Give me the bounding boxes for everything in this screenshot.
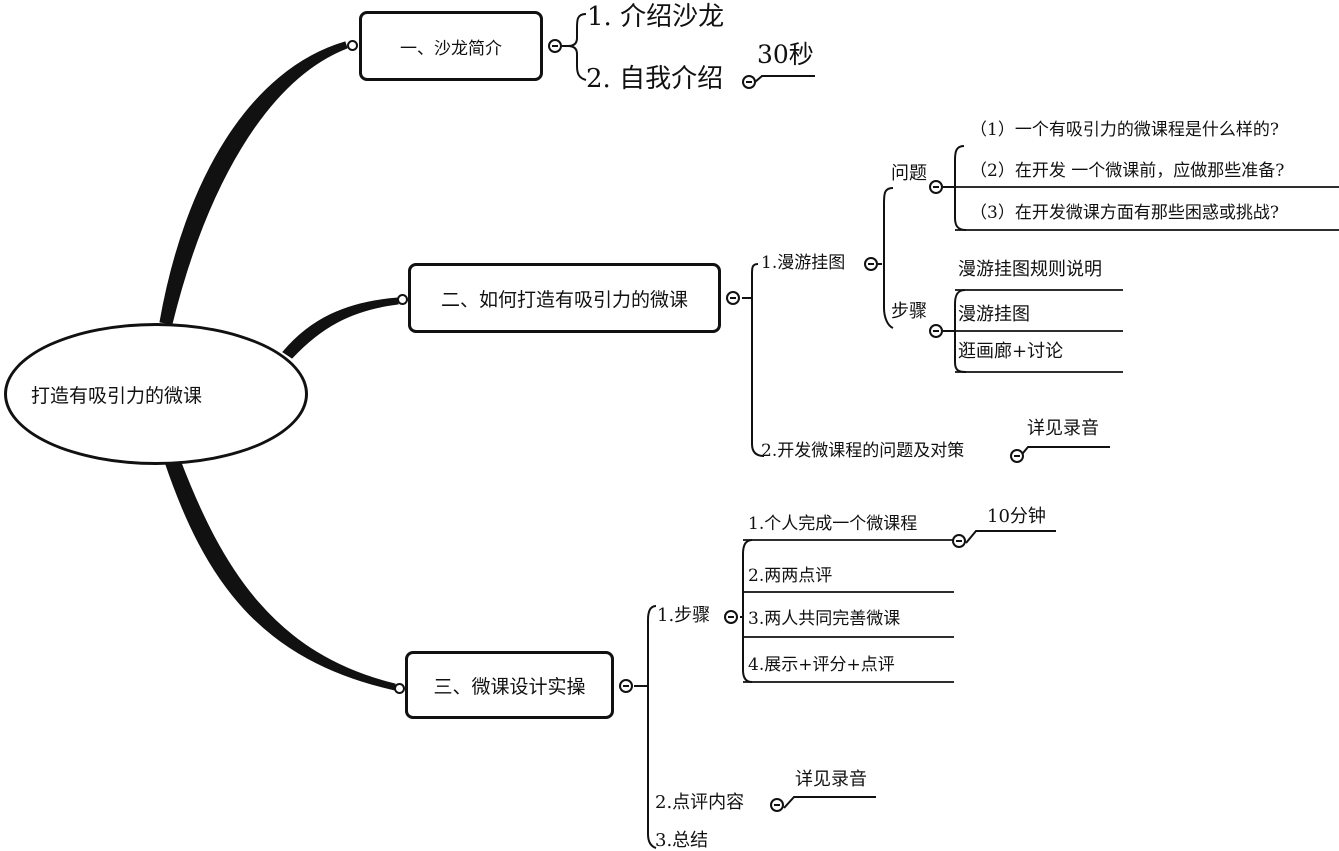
branch2-collapse-icon[interactable] (726, 291, 740, 305)
b2-steps-label: 步骤 (891, 301, 927, 322)
b2-sub1-collapse-icon[interactable] (864, 257, 878, 271)
bracket-branch1 (567, 13, 587, 81)
b3-sub2-label: 2.点评内容 (655, 792, 745, 813)
curve-to-branch3 (164, 459, 396, 691)
branch1-item-2: 2. 自我介绍 (586, 64, 724, 94)
underline-recording1 (1017, 446, 1110, 460)
underline-30s (754, 75, 815, 83)
b3-sub1-collapse-icon[interactable] (724, 610, 738, 624)
underline-recording2 (783, 796, 876, 809)
b2-sub1-label: 1.漫游挂图 (761, 253, 846, 273)
b2-step-2: 漫游挂图 (958, 304, 1030, 325)
b2-question-2: （2）在开发 一个微课前，应做那些准备? (970, 161, 1285, 181)
branch1-label: 一、沙龙简介 (400, 38, 502, 59)
curve-to-branch2 (282, 297, 399, 359)
b3-step-3: 3.两人共同完善微课 (748, 609, 901, 629)
branch1-node[interactable]: 一、沙龙简介 (359, 11, 543, 81)
curve-to-branch1 (159, 41, 348, 325)
b2-question-3: （3）在开发微课方面有那些困惑或挑战? (970, 203, 1279, 223)
b2-steps-collapse-icon[interactable] (929, 324, 943, 338)
branch1-note-30s: 30秒 (757, 40, 814, 69)
b3-step-1-collapse-icon[interactable] (952, 534, 966, 548)
b3-step-4: 4.展示+评分+点评 (748, 655, 895, 675)
b2-step-1: 漫游挂图规则说明 (958, 259, 1102, 280)
branch1-anchor-dot (347, 40, 358, 51)
b3-sub2-note: 详见录音 (795, 769, 867, 790)
bracket-b2-sub1 (883, 187, 894, 329)
branch2-node[interactable]: 二、如何打造有吸引力的微课 (408, 263, 721, 333)
b2-sub2-label: 2.开发微课程的问题及对策 (761, 441, 965, 461)
branch3-label: 三、微课设计实操 (433, 675, 586, 698)
bracket-b3-steps (742, 539, 753, 683)
root-label: 打造有吸引力的微课 (31, 384, 203, 407)
branch1-item-1: 1. 介绍沙龙 (587, 2, 725, 32)
b2-question-1: （1）一个有吸引力的微课程是什么样的? (970, 120, 1279, 140)
bracket-branch3 (647, 605, 657, 849)
bracket-questions (954, 145, 967, 231)
branch1-collapse-icon[interactable] (548, 39, 562, 53)
b3-sub3-label: 3.总结 (655, 830, 709, 851)
branch3-collapse-icon[interactable] (619, 679, 633, 693)
b3-sub1-label: 1.步骤 (657, 605, 711, 626)
bracket-branch2 (751, 263, 765, 457)
b2-questions-label: 问题 (891, 163, 927, 184)
b3-step-2: 2.两两点评 (748, 566, 833, 586)
b2-step-3: 逛画廊+讨论 (958, 341, 1064, 362)
b2-questions-collapse-icon[interactable] (929, 180, 943, 194)
root-node[interactable]: 打造有吸引力的微课 (4, 323, 308, 465)
branch1-item-2-collapse-icon[interactable] (742, 75, 756, 89)
branch2-label: 二、如何打造有吸引力的微课 (440, 288, 688, 311)
b3-step-1: 1.个人完成一个微课程 (748, 514, 918, 534)
b3-step-1-note: 10分钟 (987, 506, 1046, 527)
branch3-node[interactable]: 三、微课设计实操 (405, 651, 614, 719)
underline-10min (965, 530, 1056, 544)
b2-sub2-collapse-icon[interactable] (1010, 449, 1024, 463)
branch3-anchor-dot (394, 683, 405, 694)
b2-sub2-note: 详见录音 (1027, 418, 1099, 439)
b3-sub2-collapse-icon[interactable] (770, 798, 784, 812)
branch2-anchor-dot (397, 294, 408, 305)
